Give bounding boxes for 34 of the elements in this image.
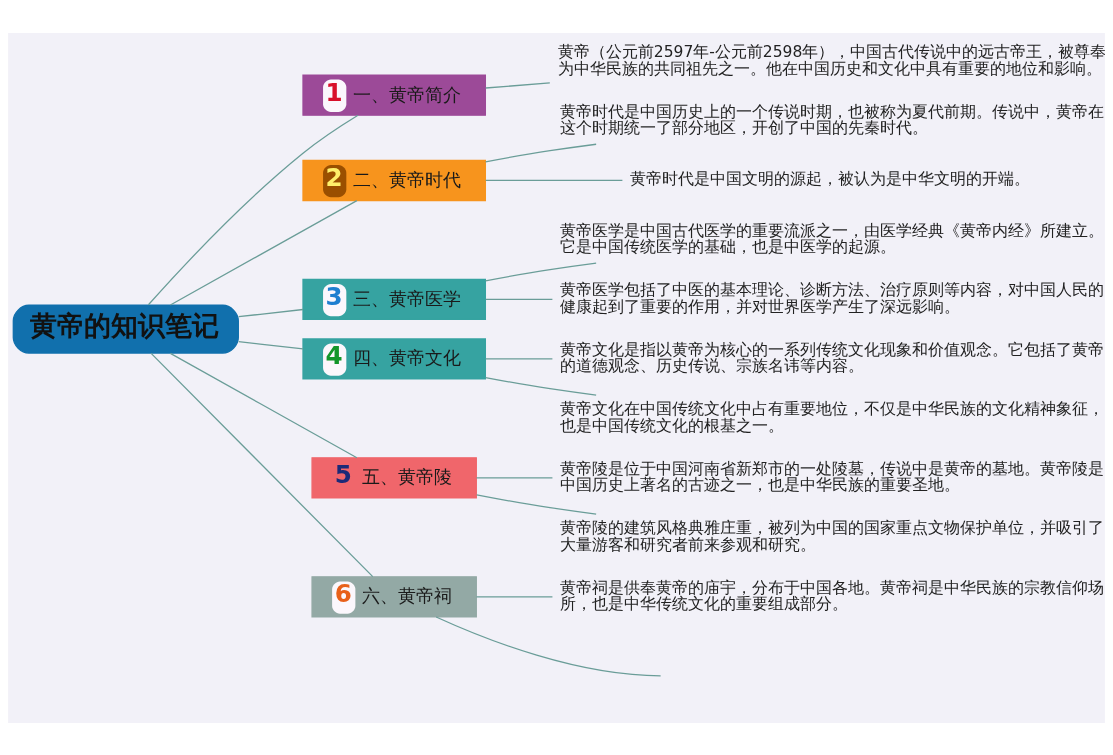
connector bbox=[475, 476, 554, 479]
node-text: 黄帝文化是指以黄帝为核心的一系列传统文化现象和价值观念。它包括了黄帝的道德观念、历史传说、宗族名讳等内容。 bbox=[560, 340, 1105, 375]
connector bbox=[484, 376, 597, 396]
node-text: 黄帝陵的建筑风格典雅庄重，被列为中国的国家重点文物保护单位，并吸引了大量游客和研究者前来参观和研究。 bbox=[560, 518, 1105, 554]
connector bbox=[485, 179, 624, 181]
node-text: 黄帝祠是供奉黄帝的庙宇，分布于中国各地。黄帝祠是中华民族的宗教信仰场所，也是中华传统文化的重要组成部分。 bbox=[560, 578, 1105, 613]
connector bbox=[476, 493, 597, 515]
node-text: 黄帝时代是中国文明的源起，被认为是中华文明的开端。 bbox=[630, 169, 1031, 188]
node-box: 6 六、黄帝祠 bbox=[311, 575, 477, 618]
node-box: 2 二、黄帝时代 bbox=[302, 159, 486, 201]
connector bbox=[150, 352, 374, 577]
connector bbox=[435, 615, 662, 676]
node-text: 黄帝文化在中国传统文化中占有重要地位，不仅是中华民族的文化精神象征，也是中国传统文化的根基之一。 bbox=[560, 399, 1105, 435]
node-text: 黄帝医学包括了中医的基本理论、诊断方法、治疗原则等内容，对中国人民的健康起到了重要的作用，并对世界医学产生了深远影响。 bbox=[560, 280, 1105, 316]
connector bbox=[238, 308, 304, 317]
connector bbox=[484, 143, 597, 162]
connector bbox=[238, 340, 304, 349]
node-box: 3 三、黄帝医学 bbox=[302, 278, 486, 320]
node-box: 1 一、黄帝简介 bbox=[302, 73, 486, 116]
connector bbox=[485, 298, 554, 300]
connector bbox=[169, 199, 358, 306]
connector bbox=[485, 357, 554, 360]
node-text: 黄帝时代是中国历史上的一个传说时期，也被称为夏代前期。传说中，黄帝在这个时期统一了部分地区，开创了中国的先秦时代。 bbox=[560, 102, 1105, 137]
connector bbox=[147, 114, 359, 305]
connector bbox=[485, 81, 551, 89]
node-text: 黄帝（公元前2597年-公元前2598年），中国古代传说中的远古帝王，被尊奉为中华民族的共同祖先之一。他在中国历史和文化中具有重要的地位和影响。 bbox=[557, 42, 1107, 78]
connector bbox=[484, 262, 597, 281]
node-box: 黄帝的知识笔记 bbox=[12, 304, 239, 354]
connector bbox=[169, 352, 358, 458]
node-box: 4 四、黄帝文化 bbox=[302, 337, 486, 380]
node-text: 黄帝陵是位于中国河南省新郑市的一处陵墓，传说中是黄帝的墓地。黄帝陵是中国历史上著名的古迹之一，也是中华民族的重要圣地。 bbox=[560, 459, 1105, 494]
node-box: 5 五、黄帝陵 bbox=[311, 456, 477, 499]
node-text: 黄帝医学是中国古代医学的重要流派之一，由医学经典《黄帝内经》所建立。它是中国传统医学的基础，也是中医学的起源。 bbox=[560, 221, 1105, 256]
connector bbox=[475, 595, 554, 598]
